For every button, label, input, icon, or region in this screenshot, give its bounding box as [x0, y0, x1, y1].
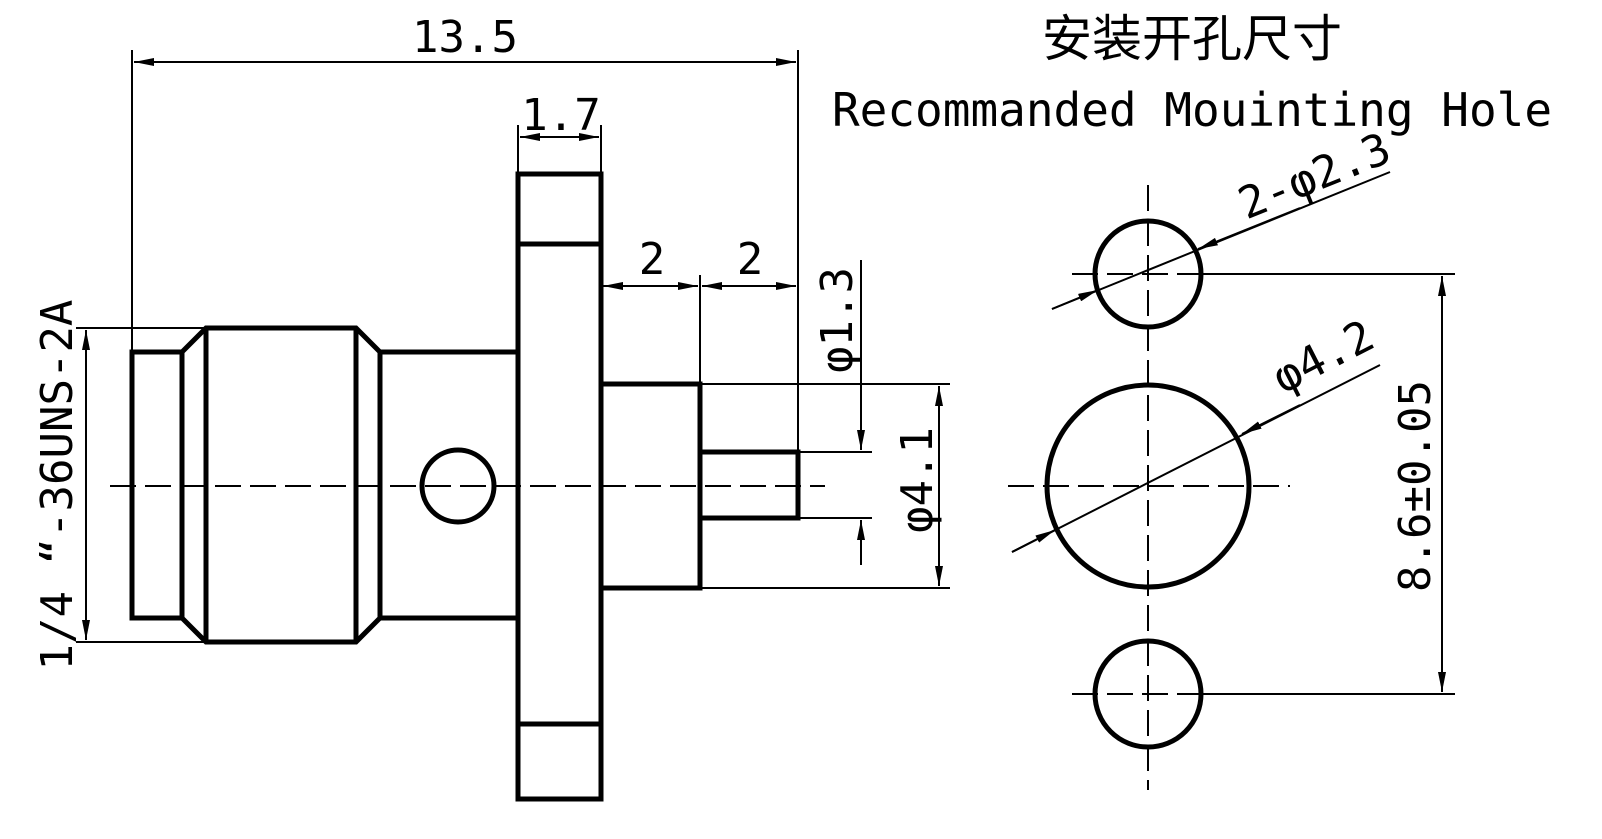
- side-hole: [419, 447, 497, 525]
- dim-small-holes: 2-φ2.3: [1231, 123, 1397, 230]
- dim-flange-thickness: 1.7: [521, 90, 600, 141]
- dim-center-hole: φ4.2: [1265, 310, 1383, 404]
- center-pin: [697, 449, 801, 521]
- dim-thread-spec: 1/4 “-36UNS-2A: [32, 300, 83, 671]
- dim-body-diameter: φ4.1: [892, 427, 943, 533]
- title-english: Recommanded Mouinting Hole: [832, 83, 1552, 137]
- dim-pin-diameter: φ1.3: [812, 267, 863, 373]
- dim-hole-spacing: 8.6±0.05: [1390, 380, 1441, 592]
- dim-overall-length: 13.5: [412, 12, 518, 63]
- connector-side-view: 13.5 1.7 2 2 φ1.3 φ4.1 1/4 “-36UNS-2A: [32, 12, 950, 802]
- dim-step-length-2: 2: [737, 234, 764, 285]
- threaded-body: [179, 325, 383, 645]
- dim-step-length-1: 2: [639, 234, 666, 285]
- title-chinese: 安装开孔尺寸: [1042, 10, 1342, 68]
